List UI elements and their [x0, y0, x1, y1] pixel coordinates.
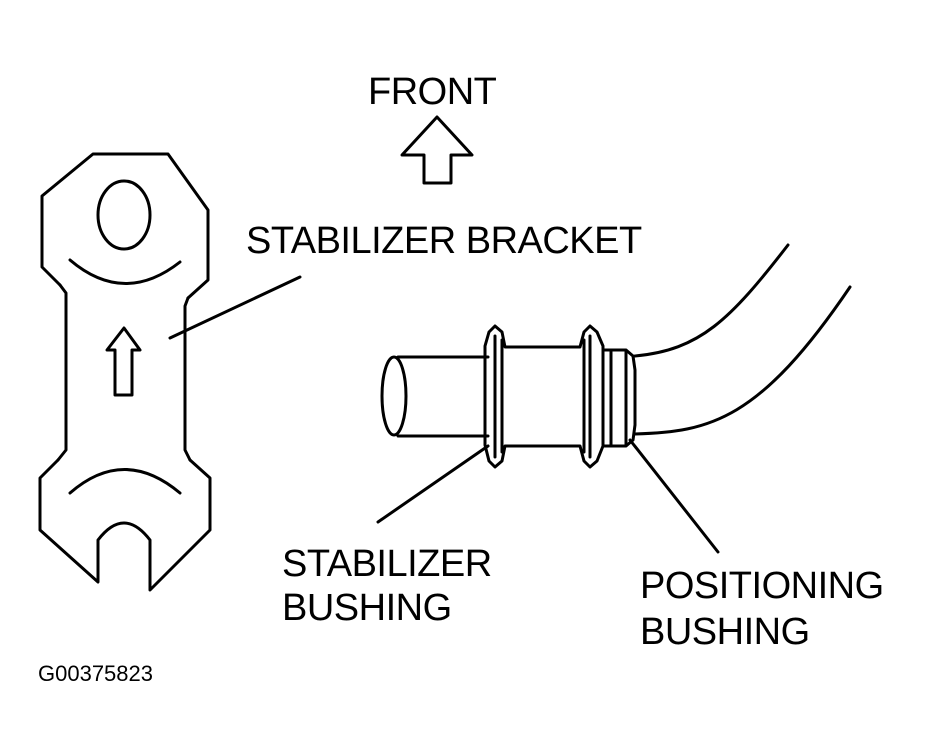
bracket-top-lobe	[40, 152, 210, 300]
bracket-top-rib	[68, 258, 182, 285]
stabilizer-bar-stub	[396, 355, 490, 438]
stabilizer-bar-end	[380, 355, 408, 437]
stabilizer-bushing	[483, 324, 605, 469]
bracket-bottom-lobe	[38, 458, 212, 592]
stabilizer-bushing-label-line2: BUSHING	[282, 587, 452, 629]
front-label: FRONT	[368, 71, 497, 113]
stabilizer-bracket	[38, 152, 212, 592]
stabilizer-bar-bend	[633, 243, 852, 436]
bracket-body	[56, 283, 192, 462]
stabilizer-bushing-label-line1: STABILIZER	[282, 543, 492, 585]
stabilizer-bushing-leader-line	[376, 444, 490, 524]
positioning-bushing	[601, 348, 637, 448]
stabilizer-bar-assembly	[380, 243, 852, 469]
front-arrow-icon	[400, 115, 474, 185]
positioning-bushing-leader-line	[628, 438, 720, 554]
bracket-slot-hole	[96, 179, 152, 251]
stabilizer-bracket-label: STABILIZER BRACKET	[246, 220, 642, 262]
figure-id: G00375823	[38, 661, 153, 686]
bracket-leader-line	[168, 275, 302, 340]
positioning-bushing-label-line2: BUSHING	[640, 611, 810, 653]
bracket-direction-arrow-icon	[105, 326, 142, 397]
positioning-bushing-label-line1: POSITIONING	[640, 565, 884, 607]
bracket-bottom-rib	[68, 468, 182, 495]
